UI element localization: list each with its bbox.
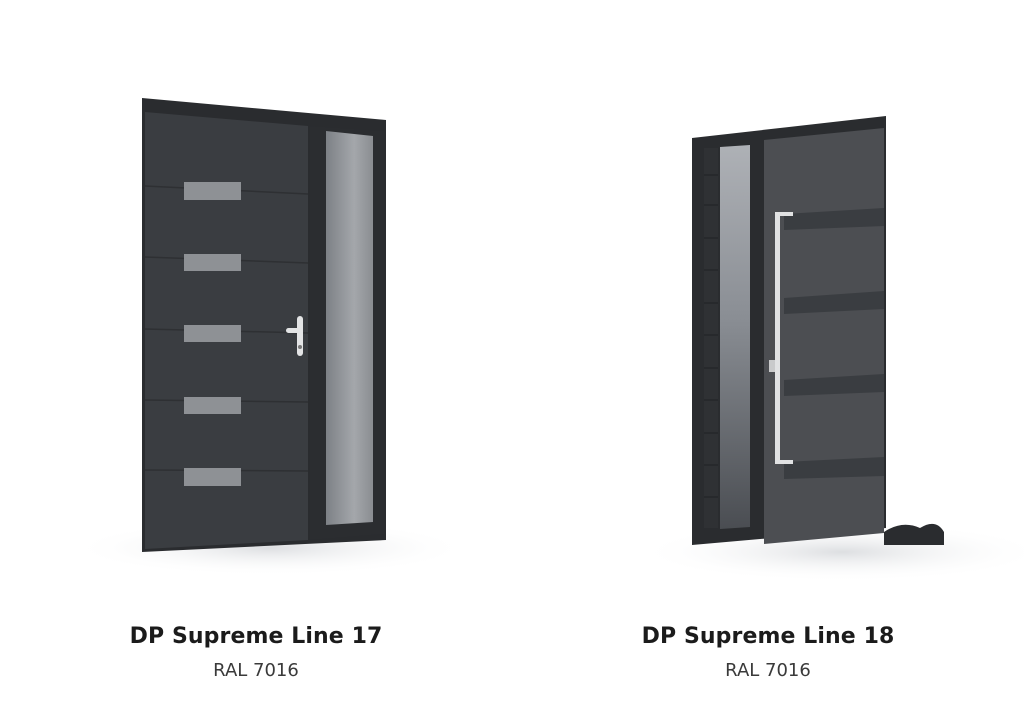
sidelight-glass xyxy=(326,131,373,525)
product-name: DP Supreme Line 18 xyxy=(641,624,895,649)
product-name: DP Supreme Line 17 xyxy=(129,624,383,649)
sidelight-glass xyxy=(720,145,750,529)
door-handle xyxy=(286,316,303,356)
product-color: RAL 7016 xyxy=(725,660,811,681)
door-leaf xyxy=(764,128,884,544)
product-color: RAL 7016 xyxy=(213,660,299,681)
product-card-line-18: DP Supreme Line 18 RAL 7016 xyxy=(512,0,1024,724)
product-card-line-17: DP Supreme Line 17 RAL 7016 xyxy=(70,98,470,681)
glass-bands xyxy=(784,208,884,479)
door-image-line-17 xyxy=(70,98,470,576)
pull-handle xyxy=(769,212,793,464)
glass-slits xyxy=(184,182,241,486)
door-image-line-18 xyxy=(637,116,1024,582)
